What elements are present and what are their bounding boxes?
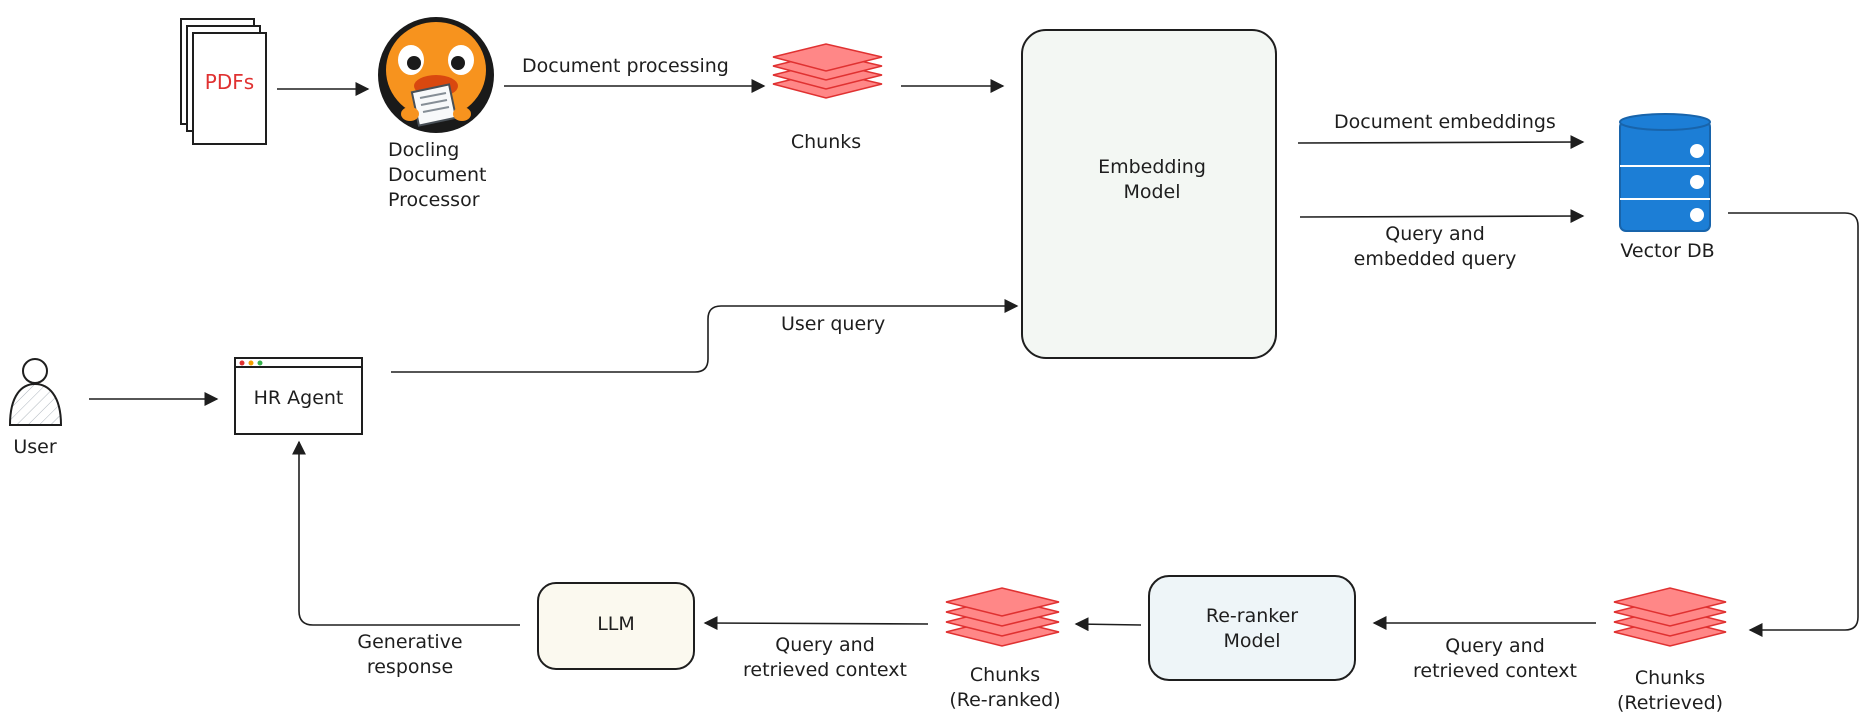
browser-window-icon bbox=[234, 357, 363, 435]
edge-label-query-context-2: Query and retrieved context bbox=[1400, 634, 1590, 684]
edge-label-doc-processing: Document processing bbox=[522, 55, 729, 77]
arrow-query-embedded bbox=[1299, 209, 1585, 224]
edge-label-query-embedded: Query and embedded query bbox=[1340, 222, 1530, 272]
docling-label-line: Processor bbox=[388, 189, 480, 211]
duck-mascot-icon bbox=[378, 17, 494, 133]
hr-agent-label: HR Agent bbox=[253, 387, 344, 409]
edge-label-line: Query and bbox=[775, 634, 875, 656]
reranker-label-line: Model bbox=[1223, 630, 1281, 652]
user-label: User bbox=[13, 436, 57, 458]
arrow-reranker-to-reranked bbox=[1074, 617, 1142, 632]
embedding-model-box bbox=[1021, 29, 1277, 359]
edge-label-line: Generative bbox=[357, 631, 463, 653]
chunks-retrieved-line: (Retrieved) bbox=[1616, 692, 1724, 714]
embedding-label-line: Embedding bbox=[1098, 156, 1206, 178]
edge-label-doc-embeddings: Document embeddings bbox=[1334, 111, 1556, 133]
pdfs-label: PDFs bbox=[204, 70, 255, 94]
reranker-label-line: Re-ranker bbox=[1205, 605, 1299, 627]
edge-label-generative: Generative response bbox=[345, 630, 475, 680]
database-icon bbox=[1619, 113, 1711, 232]
chunk-stack-icon bbox=[945, 587, 1060, 647]
arrow-vectordb-to-retrieved bbox=[1728, 212, 1859, 637]
chunk-stack-icon bbox=[772, 43, 883, 99]
arrow-user-query bbox=[391, 299, 1019, 373]
edge-label-line: response bbox=[366, 656, 454, 678]
vector-db-label: Vector DB bbox=[1620, 240, 1715, 262]
arrow-reranked-to-llm bbox=[703, 616, 929, 631]
chunks-retrieved-line: Chunks bbox=[1634, 667, 1706, 689]
chunks-reranked-line: Chunks bbox=[969, 664, 1041, 686]
edge-label-query-context-1: Query and retrieved context bbox=[730, 633, 920, 683]
embedding-label-line: Model bbox=[1123, 181, 1181, 203]
llm-box bbox=[537, 582, 695, 670]
edge-label-line: Query and bbox=[1385, 223, 1485, 245]
docling-label: Docling Document Processor bbox=[388, 138, 486, 213]
edge-label-line: embedded query bbox=[1353, 248, 1517, 270]
chunks-reranked-label: Chunks (Re-ranked) bbox=[935, 663, 1075, 713]
chunk-stack-icon bbox=[1613, 587, 1727, 647]
chunks-reranked-line: (Re-ranked) bbox=[949, 689, 1061, 711]
user-icon bbox=[8, 358, 63, 426]
reranker-model-box bbox=[1148, 575, 1356, 681]
edge-label-line: Query and bbox=[1445, 635, 1545, 657]
arrow-doc-embeddings bbox=[1297, 135, 1585, 150]
chunks-label: Chunks bbox=[790, 131, 862, 153]
llm-label: LLM bbox=[597, 613, 635, 635]
pdf-stack-icon bbox=[180, 18, 267, 145]
docling-label-line: Docling bbox=[388, 139, 460, 161]
edge-label-line: retrieved context bbox=[1413, 660, 1577, 682]
arrow-llm-to-agent bbox=[292, 440, 520, 626]
docling-label-line: Document bbox=[388, 164, 487, 186]
edge-label-user-query: User query bbox=[781, 313, 886, 335]
embedding-model-label: Embedding Model bbox=[1062, 155, 1242, 205]
reranker-label: Re-ranker Model bbox=[1149, 604, 1355, 654]
chunks-retrieved-label: Chunks (Retrieved) bbox=[1600, 666, 1740, 716]
edge-label-line: retrieved context bbox=[743, 659, 907, 681]
